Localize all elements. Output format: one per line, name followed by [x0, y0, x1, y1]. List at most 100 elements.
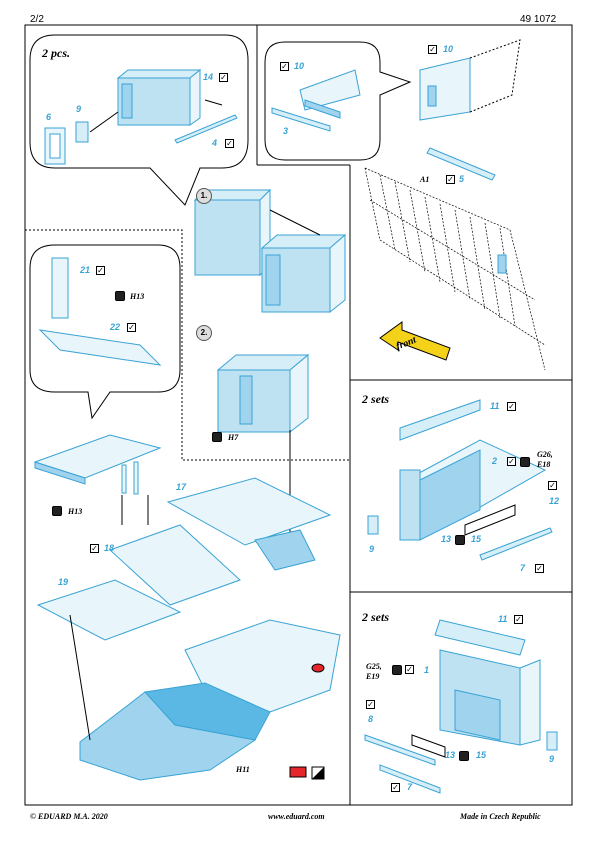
kit-code: 49 1072 — [520, 14, 557, 25]
stamp-icon — [520, 457, 530, 467]
part-8-strip — [364, 734, 436, 766]
stamp-icon — [52, 506, 62, 516]
a1-frame — [364, 167, 546, 371]
code-h11: H11 — [236, 765, 250, 774]
stamp-icon — [455, 535, 465, 545]
title-2-pcs: 2 pcs. — [42, 46, 70, 60]
part-number: 7 — [407, 782, 413, 792]
part-15-plate — [464, 504, 516, 536]
part-number: 9 — [76, 104, 82, 114]
part-number: 4 — [212, 138, 218, 148]
part-18-plate — [109, 524, 241, 606]
part-number: 2 — [492, 456, 498, 466]
title-2-sets-b: 2 sets — [362, 610, 389, 624]
code-g25: G25, — [366, 662, 382, 671]
check-icon: ✓ — [405, 665, 414, 674]
part-number: 18 — [104, 543, 115, 553]
part-number: 11 — [498, 614, 508, 624]
check-icon: ✓ — [366, 700, 375, 709]
made-in-label: Made in Czech Republic — [460, 812, 541, 821]
check-icon: ✓ — [428, 45, 437, 54]
step2-box — [216, 353, 310, 434]
check-icon: ✓ — [280, 62, 289, 71]
step-2-marker: 2. — [196, 325, 212, 341]
dotted-divider — [25, 229, 350, 461]
part-5-on-frame — [497, 254, 507, 274]
h13-plate — [33, 434, 162, 495]
part-number: 3 — [283, 126, 289, 136]
stamp-icon — [459, 751, 469, 761]
part-17-plate — [166, 477, 332, 546]
paint-red-swatch — [289, 766, 307, 778]
part-15-b-plate — [411, 734, 446, 758]
part-number: 1 — [424, 665, 430, 675]
part-number: 17 — [176, 482, 187, 492]
upper-box-10 — [419, 57, 471, 121]
part-21-22-detail — [38, 257, 162, 366]
check-icon: ✓ — [391, 783, 400, 792]
check-icon: ✓ — [514, 615, 523, 624]
code-a1: A1 — [420, 175, 430, 184]
bracket-detail — [271, 69, 361, 132]
check-icon: ✓ — [548, 481, 557, 490]
part-4 — [174, 114, 238, 144]
website-url: www.eduard.com — [268, 812, 325, 821]
set-b-trough — [434, 619, 541, 746]
check-icon: ✓ — [219, 73, 228, 82]
set-a-trough — [399, 399, 547, 541]
red-paint-mark — [311, 663, 325, 673]
part-number: 7 — [520, 563, 526, 573]
check-icon: ✓ — [507, 457, 516, 466]
code-e19: E19 — [366, 672, 380, 681]
part-number: 6 — [46, 112, 52, 122]
part-number: 8 — [368, 714, 374, 724]
check-icon: ✓ — [535, 564, 544, 573]
part-9 — [75, 121, 89, 143]
part-number: 9 — [369, 544, 375, 554]
part-7-b-strip — [379, 764, 441, 794]
part-number: 10 — [443, 44, 454, 54]
code-h13: H13 — [130, 292, 145, 301]
box-assembly-detail — [116, 68, 202, 126]
part-7-strip — [479, 527, 553, 561]
page-frame — [24, 24, 573, 806]
part-number: 13 — [445, 750, 456, 760]
part-number: 15 — [476, 750, 487, 760]
step-1-marker: 1. — [196, 188, 212, 204]
stamp-icon — [212, 432, 222, 442]
part-number: 10 — [294, 61, 305, 71]
title-2-sets-a: 2 sets — [362, 392, 389, 406]
step1-boxes — [193, 188, 347, 314]
part-9-c — [546, 731, 558, 751]
page-number: 2/2 — [30, 14, 44, 25]
part-number: 14 — [203, 72, 214, 82]
check-icon: ✓ — [225, 139, 234, 148]
part-number: 11 — [490, 401, 500, 411]
check-icon: ✓ — [90, 544, 99, 553]
part-number: 15 — [471, 534, 482, 544]
check-icon: ✓ — [127, 323, 136, 332]
part-19-plate — [36, 579, 182, 641]
front-arrow — [379, 321, 451, 361]
check-icon: ✓ — [446, 175, 455, 184]
shaded-area — [254, 529, 316, 571]
stamp-icon — [115, 291, 125, 301]
frame-outline — [469, 39, 521, 113]
part-number: 13 — [441, 534, 452, 544]
part-5-strip — [426, 147, 496, 181]
part-9-b — [367, 515, 379, 535]
part-number: 19 — [58, 577, 69, 587]
part-number: 5 — [459, 174, 465, 184]
check-icon: ✓ — [507, 402, 516, 411]
part-number: 21 — [80, 265, 91, 275]
part-6 — [44, 127, 66, 165]
code-h7: H7 — [228, 433, 239, 442]
copyright: © EDUARD M.A. 2020 — [30, 812, 108, 821]
code-g26: G26, — [537, 450, 553, 459]
part-number: 22 — [110, 322, 121, 332]
check-icon: ✓ — [96, 266, 105, 275]
stamp-icon — [392, 665, 402, 675]
leader-line — [89, 111, 119, 133]
code-h13: H13 — [68, 507, 83, 516]
